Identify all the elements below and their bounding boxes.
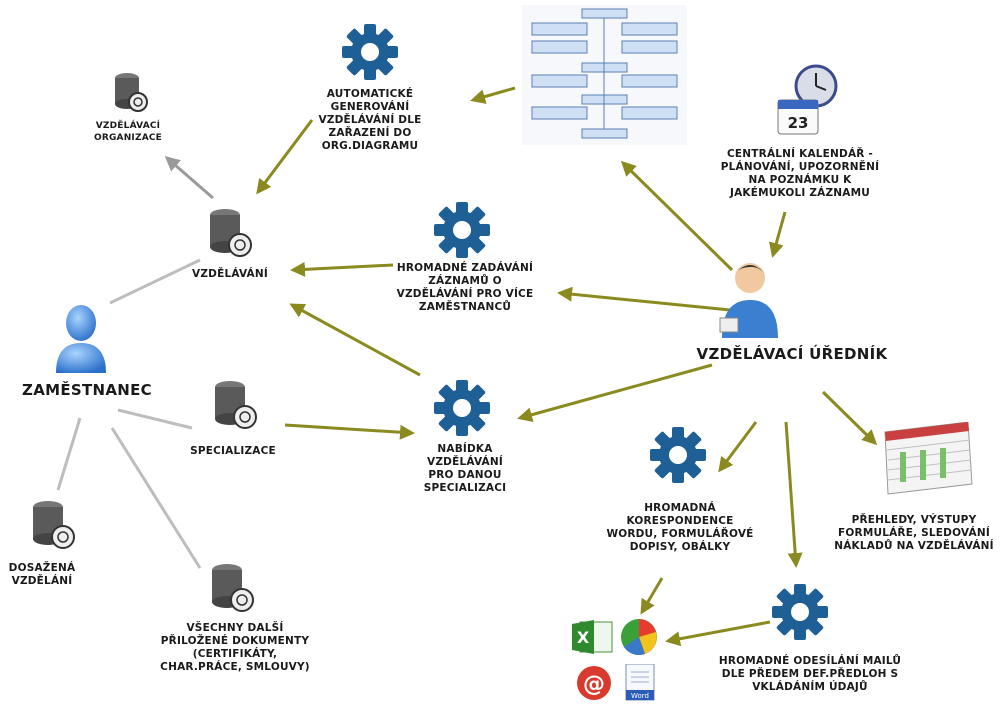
line-employee-vzdelavani [109, 258, 201, 305]
node-dosazena: DOSAŽENÁ VZDĚLÁNÍ [8, 562, 76, 587]
line-employee-dosazena [56, 417, 82, 491]
person-icon [719, 263, 778, 338]
node-vzdelavaci-organizace: VZDĚLÁVACÍ ORGANIZACE [93, 121, 163, 143]
node-urednik: VZDĚLÁVACÍ ÚŘEDNÍK [696, 345, 888, 363]
database-icon [33, 501, 75, 549]
node-kalendar: CENTRÁLNÍ KALENDÁŘ - PLÁNOVÁNÍ, UPOZORNĚ… [720, 148, 880, 199]
arrow-urednik-maily [784, 421, 803, 568]
arrow-maily-office [665, 620, 771, 647]
arrow-urednik-prehledy [821, 390, 878, 446]
arrow-specializace-nabidka [284, 423, 415, 440]
arrow-autogen-vzdelavani [256, 119, 314, 195]
person-icon [56, 305, 106, 373]
arrow-kalendar-urednik [769, 211, 787, 258]
word-doc-icon: Word [625, 664, 655, 701]
org-chart-icon [522, 5, 687, 145]
arrow-urednik-korespondence [718, 421, 758, 473]
svg-text:X: X [577, 628, 590, 647]
arrow-orgchart-autogen [470, 86, 516, 104]
node-specializace: SPECIALIZACE [190, 445, 276, 457]
line-employee-specializace [117, 408, 193, 430]
gear-icon [434, 202, 490, 258]
at-symbol: @ [583, 672, 605, 697]
arrow-hromadne-vzdelavani [290, 261, 394, 277]
word-label: Word [631, 692, 649, 700]
database-icon [212, 564, 254, 612]
line-employee-dokumenty [110, 427, 202, 569]
calendar-day: 23 [788, 114, 809, 132]
node-auto-gen: AUTOMATICKÉ GENEROVÁNÍ VZDĚLÁVÁNÍ DLE ZA… [318, 88, 422, 152]
excel-icon: X [572, 620, 613, 654]
gear-icon [342, 24, 398, 80]
gear-icon [434, 380, 490, 436]
arrow-urednik-hromadne [557, 286, 731, 312]
arrow-urednik-orgchart [620, 160, 734, 272]
node-nabidka: NABÍDKA VZDĚLÁVÁNÍ PRO DANOU SPECIALIZAC… [423, 443, 507, 494]
database-icon [115, 73, 148, 112]
gear-icon [772, 584, 828, 640]
arrow-urednik-nabidka [517, 363, 713, 423]
node-maily: HROMADNÉ ODESÍLÁNÍ MAILŮ DLE PŘEDEM DEF.… [718, 655, 902, 693]
node-vzdelavani: VZDĚLÁVÁNÍ [192, 268, 268, 280]
arrow-nabidka-vzdelavani [289, 303, 421, 377]
gear-icon [650, 427, 706, 483]
pie-chart-icon [621, 619, 657, 656]
node-dokumenty: VŠECHNY DALŠÍ PŘILOŽENÉ DOKUMENTY (CERTI… [160, 622, 310, 673]
database-icon [210, 209, 252, 257]
node-prehledy: PŘEHLEDY, VÝSTUPY FORMULÁŘE, SLEDOVÁNÍ N… [834, 514, 994, 552]
arrow-vzdelavani-organizace [164, 156, 214, 200]
email-icon: @ [577, 666, 611, 700]
database-icon [215, 381, 257, 429]
node-zamestnanec: ZAMĚSTNANEC [22, 381, 152, 399]
node-hromadne-zadavani: HROMADNÉ ZADÁVÁNÍ ZÁZNAMŮ O VZDĚLÁVÁNÍ P… [396, 262, 534, 313]
calendar-clock-icon: 23 [777, 64, 838, 135]
node-korespondence: HROMADNÁ KORESPONDENCE WORDU, FORMULÁŘOV… [606, 502, 754, 553]
spreadsheet-icon [884, 422, 973, 495]
arrow-korespondence-office [640, 577, 664, 615]
